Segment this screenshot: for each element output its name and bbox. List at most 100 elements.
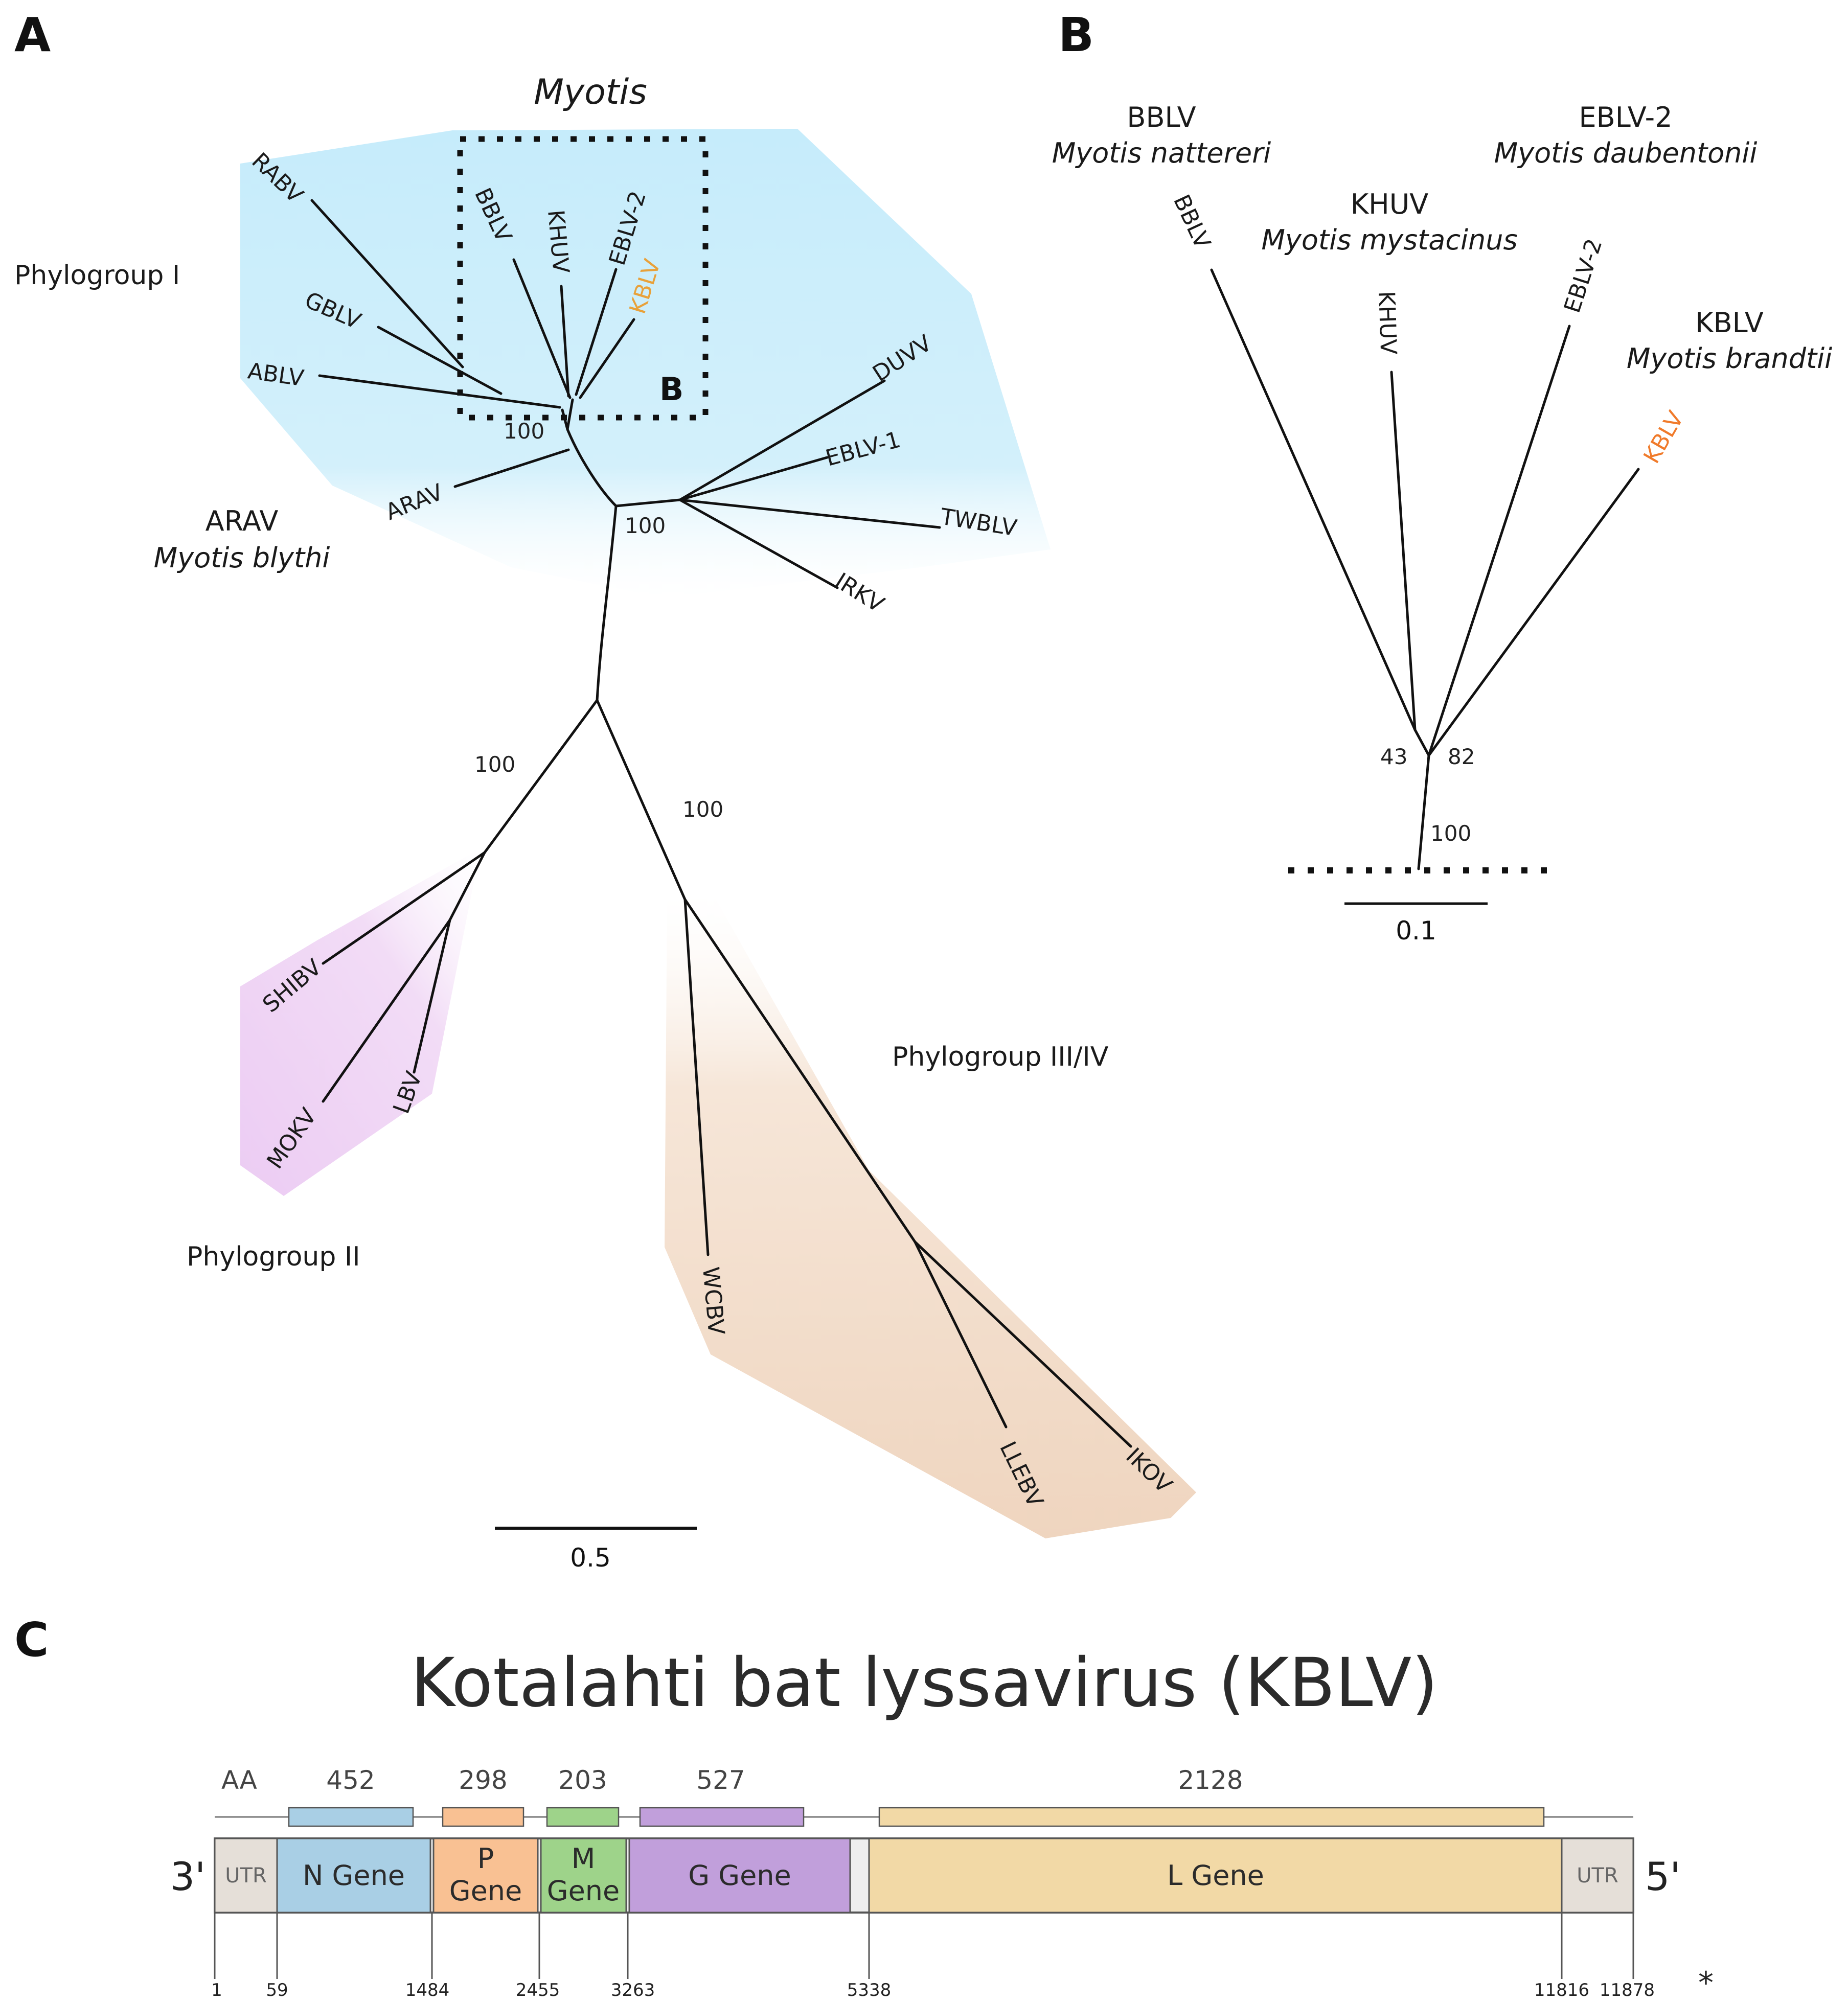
branch-irkv xyxy=(678,498,839,589)
branch-wcbv xyxy=(683,898,710,1256)
branch-mokv xyxy=(322,918,451,1103)
aa-l xyxy=(878,1807,1545,1827)
branch-lbv xyxy=(413,918,451,1074)
support-pg1: 100 xyxy=(625,513,666,538)
branch-pg2-internal xyxy=(448,851,486,922)
branch-duvv xyxy=(678,379,886,501)
pos-1484: 1484 xyxy=(405,1980,450,2000)
branch-pg3-stem xyxy=(596,699,687,901)
branch-pg1-node xyxy=(614,498,681,508)
aa-len-g: 527 xyxy=(696,1765,745,1795)
panel-c-letter: C xyxy=(14,1613,49,1667)
tree-b-branches xyxy=(1210,268,1640,870)
end-asterisk: * xyxy=(1698,1965,1714,2001)
phylogroup-iii-label: Phylogroup III/IV xyxy=(892,1042,1109,1072)
pos-2455: 2455 xyxy=(516,1980,560,2000)
branch-kblv xyxy=(579,318,635,399)
b-branch-khuv xyxy=(1390,371,1417,731)
arav-host-label: Myotis blythi xyxy=(154,542,330,574)
myotis-clade-label: Myotis xyxy=(534,72,647,112)
aa-len-p: 298 xyxy=(459,1765,507,1795)
branch-rabv xyxy=(310,199,464,369)
b-support-right: 82 xyxy=(1448,744,1475,769)
end-3-label: 3' xyxy=(170,1854,206,1899)
b-branch-root xyxy=(1417,754,1430,870)
m-gene-label-2: Gene xyxy=(547,1875,620,1907)
scale-label-b: 0.1 xyxy=(1396,916,1436,946)
taxon-khuv-a: KHUV xyxy=(542,209,574,274)
host-bblv-virus: BBLV xyxy=(1127,101,1196,133)
branch-eblv1 xyxy=(678,456,829,501)
pos-3263: 3263 xyxy=(611,1980,655,2000)
pos-11878: 11878 xyxy=(1600,1980,1655,2000)
n-gene-label: N Gene xyxy=(303,1859,405,1892)
position-ticks xyxy=(214,1913,1634,1979)
branch-shibv xyxy=(322,851,486,965)
branch-ablv xyxy=(318,374,561,409)
phylogroup-i-region xyxy=(240,129,1051,598)
l-gene-label: L Gene xyxy=(1167,1859,1264,1892)
phylogroup-i-label: Phylogroup I xyxy=(14,260,180,291)
support-myotis: 100 xyxy=(504,419,544,444)
host-eblv2-species: Myotis daubentonii xyxy=(1494,137,1758,169)
host-bblv-species: Myotis nattereri xyxy=(1052,137,1271,169)
pos-1: 1 xyxy=(211,1980,222,2000)
branch-myotis-stem xyxy=(566,398,574,431)
branch-pg1-join xyxy=(561,408,569,431)
g-gene-block xyxy=(628,1837,851,1914)
p-gene-label-2: Gene xyxy=(449,1875,522,1907)
myotis-box-label: B xyxy=(659,371,683,408)
aa-m xyxy=(546,1807,620,1827)
genome-title: Kotalahti bat lyssavirus (KBLV) xyxy=(410,1644,1438,1722)
p-gene-label-1: P xyxy=(477,1843,494,1875)
g-gene-label: G Gene xyxy=(688,1859,791,1892)
b-branch-bblv xyxy=(1210,268,1417,731)
taxon-eblv2-b: EBLV-2 xyxy=(1559,236,1608,316)
support-pg3: 100 xyxy=(682,797,723,822)
tree-a-branches xyxy=(310,199,1132,1448)
utr-3-block xyxy=(214,1837,278,1914)
branch-bblv xyxy=(512,258,572,399)
host-eblv2-virus: EBLV-2 xyxy=(1579,101,1673,133)
arav-virus-label: ARAV xyxy=(206,505,279,537)
p-gene-block xyxy=(432,1837,539,1914)
aa-g xyxy=(639,1807,805,1827)
host-khuv-species: Myotis mystacinus xyxy=(1261,224,1517,256)
phylogroup-ii-label: Phylogroup II xyxy=(187,1241,360,1272)
pos-11816: 11816 xyxy=(1534,1980,1589,2000)
aa-p xyxy=(442,1807,524,1827)
b-support-left: 43 xyxy=(1380,744,1407,769)
aa-len-l: 2128 xyxy=(1178,1765,1243,1795)
b-branch-node xyxy=(1413,728,1430,757)
phylogroup-ii-region xyxy=(240,848,481,1196)
n-gene-block xyxy=(276,1837,431,1914)
b-support-root: 100 xyxy=(1430,821,1471,846)
branch-gblv xyxy=(377,326,503,395)
taxon-irkv: IRKV xyxy=(830,568,888,618)
support-pg2: 100 xyxy=(474,752,515,777)
utr-5-label: UTR xyxy=(1577,1864,1618,1887)
aa-n xyxy=(288,1807,414,1827)
branch-main-trunk xyxy=(596,504,618,702)
m-gene-label-1: M xyxy=(572,1843,596,1875)
branch-khuv xyxy=(560,285,570,398)
utr-5-block xyxy=(1561,1837,1634,1914)
aa-len-n: 452 xyxy=(326,1765,375,1795)
host-khuv-virus: KHUV xyxy=(1351,188,1429,220)
panel-a-letter: A xyxy=(14,8,51,62)
myotis-box xyxy=(457,136,709,421)
host-kblv-species: Myotis brandtii xyxy=(1627,342,1832,375)
branch-pg3-internal xyxy=(683,898,917,1244)
aa-label: AA xyxy=(221,1765,257,1795)
panel-b-letter: B xyxy=(1058,8,1094,62)
aa-len-m: 203 xyxy=(558,1765,607,1795)
end-5-label: 5' xyxy=(1645,1854,1680,1899)
utr-3-label: UTR xyxy=(225,1864,267,1887)
m-gene-block xyxy=(540,1837,627,1914)
phylogroup-iii-region xyxy=(665,894,1196,1538)
branch-pg2-stem xyxy=(483,699,599,854)
taxon-wcbv: WCBV xyxy=(697,1266,729,1336)
scale-label-a: 0.5 xyxy=(570,1543,611,1573)
branch-internal-1 xyxy=(566,428,618,508)
